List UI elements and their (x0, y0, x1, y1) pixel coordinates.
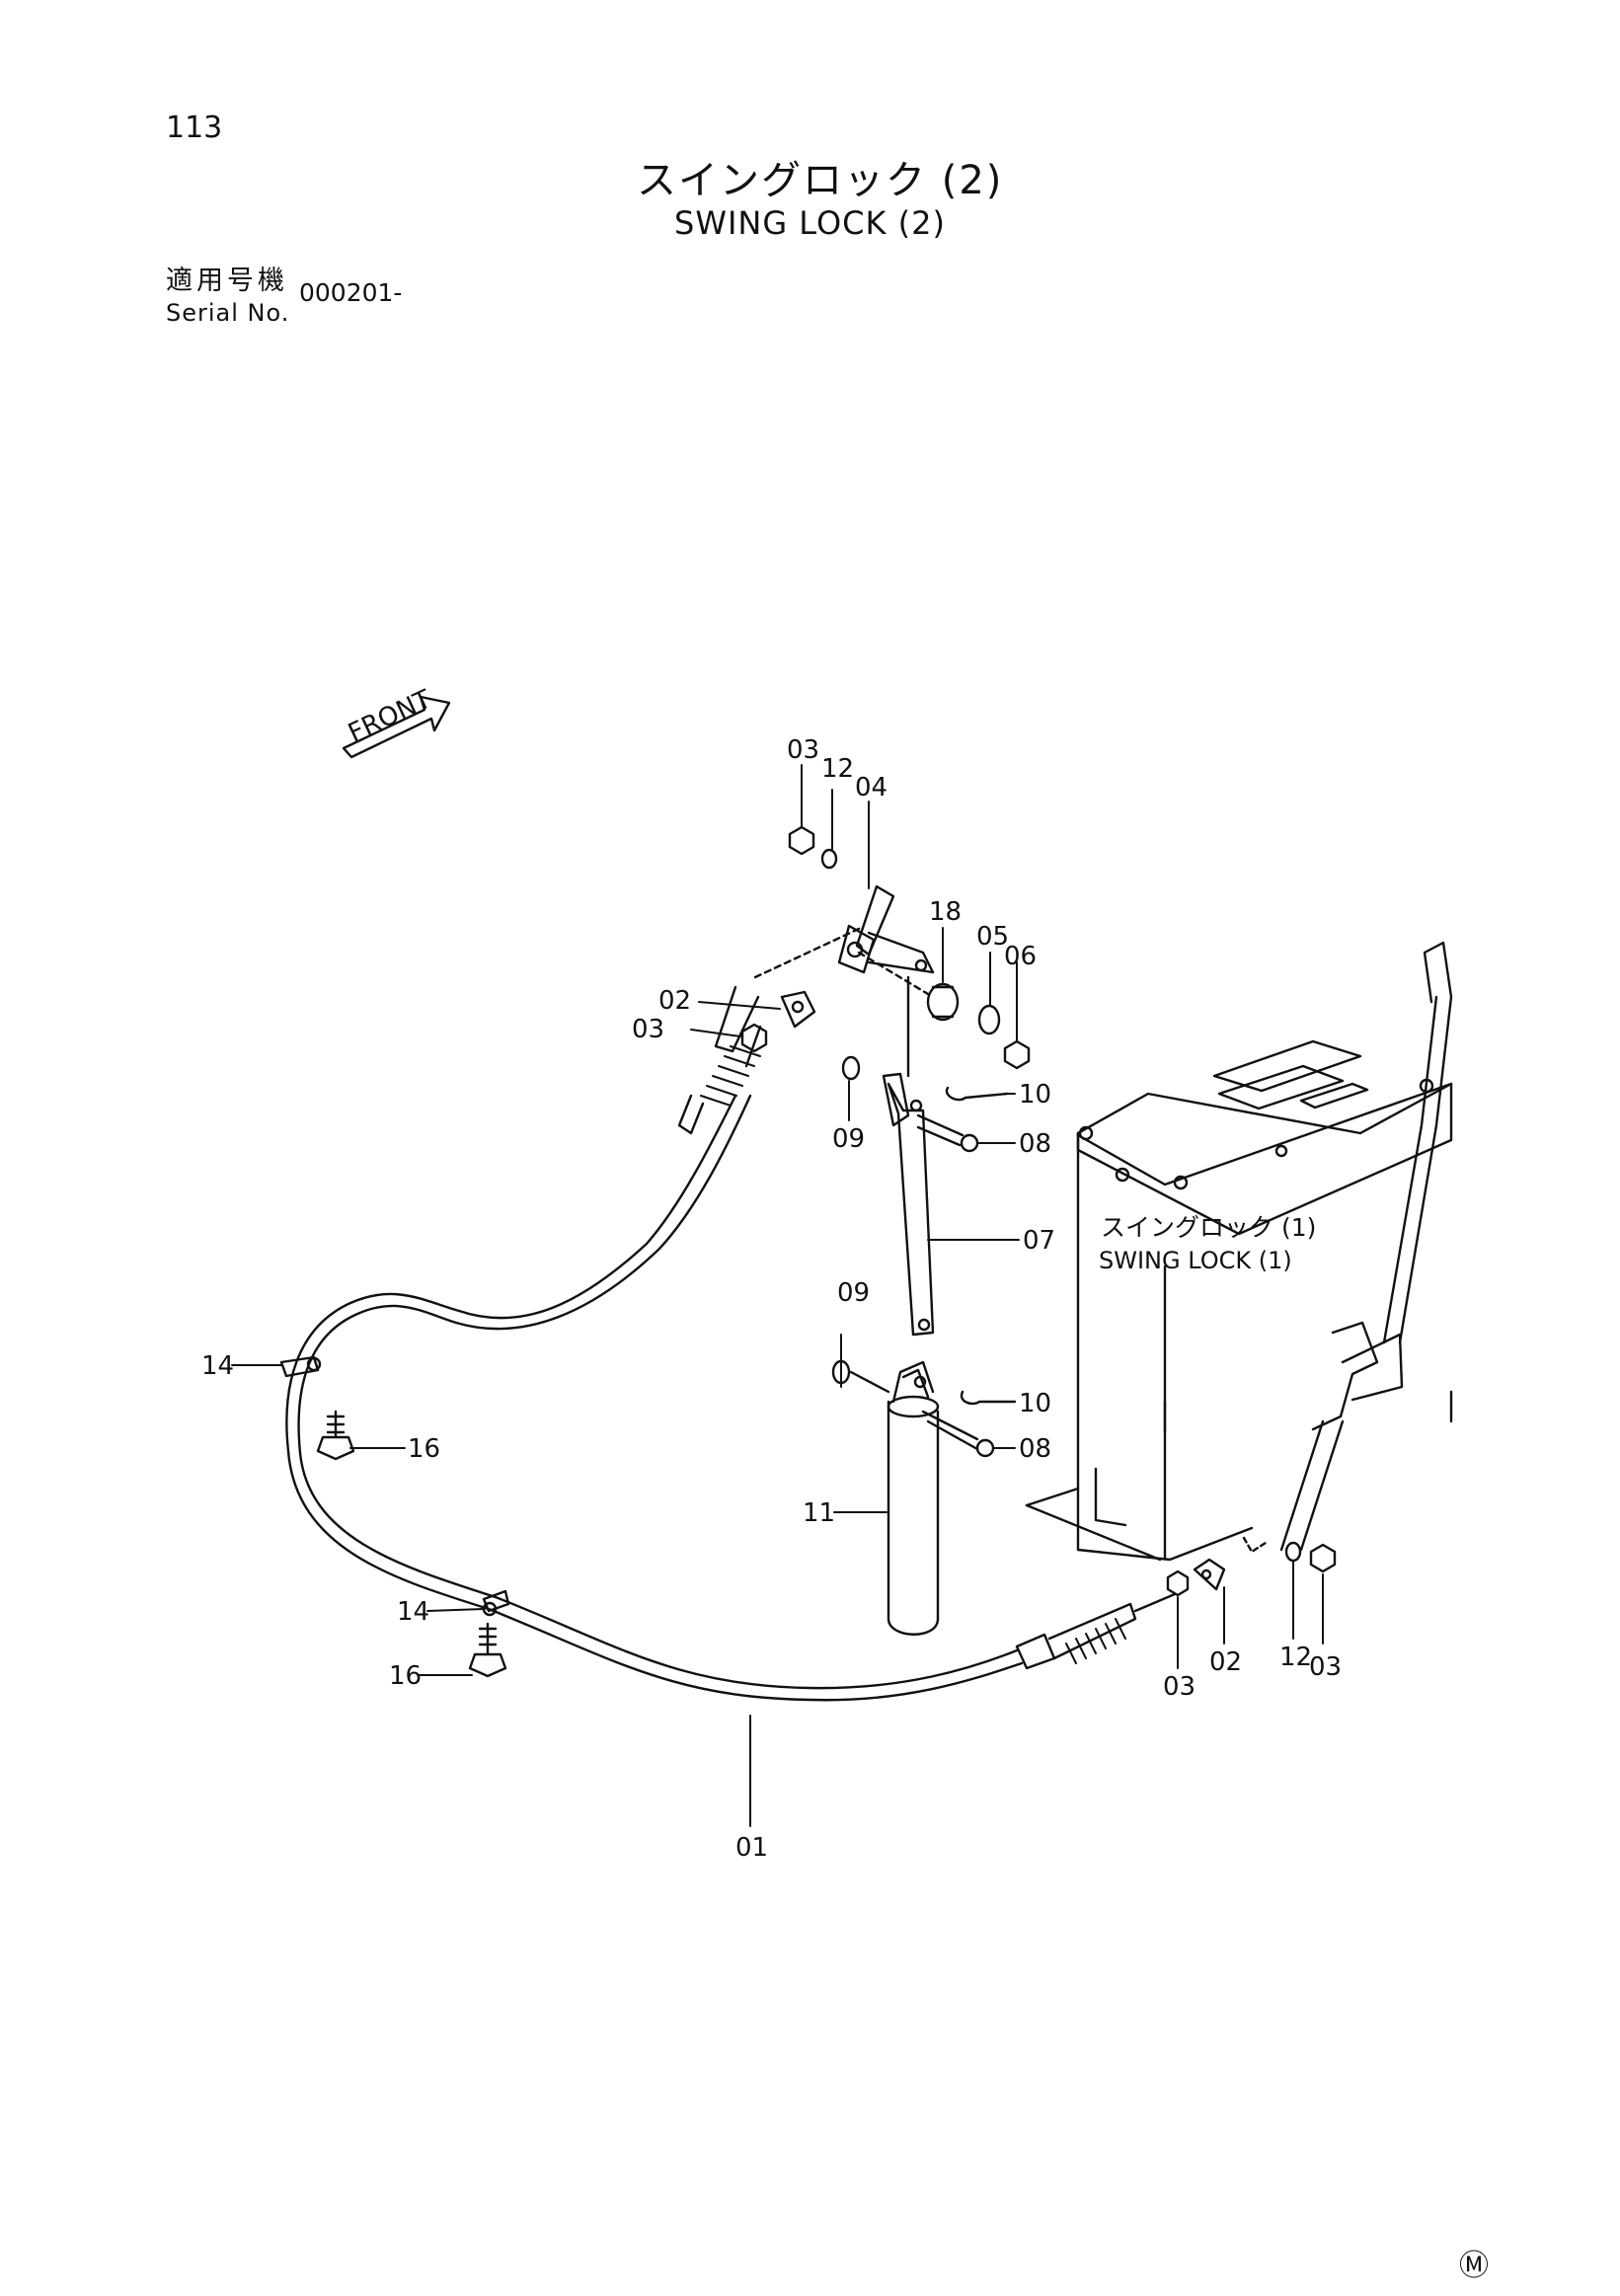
nut-03-mid (740, 1023, 768, 1053)
reference-swing-lock-1-jp: スイングロック (1) (1101, 1213, 1316, 1242)
page-number: 113 (166, 111, 223, 145)
callout-label: 16 (408, 1434, 440, 1464)
callout-label: 04 (855, 773, 887, 803)
bolt-16-upper (316, 1410, 355, 1461)
leader-lines (231, 764, 1324, 1827)
manufacturer-mark: Ⓜ (1459, 2249, 1489, 2283)
collar-18 (926, 982, 960, 1022)
clamp-14-upper (279, 1355, 322, 1378)
cotter-10-top (945, 1086, 1009, 1102)
callout-label: 12 (821, 754, 854, 784)
callout-label: 18 (929, 897, 962, 927)
callout-label: 10 (1019, 1389, 1051, 1418)
serial-label-english: Serial No. (166, 299, 290, 327)
rod-07 (882, 1072, 935, 1337)
callout-label: 09 (832, 1124, 865, 1154)
callout-label: 14 (397, 1597, 429, 1627)
nut-03-right-b (1309, 1543, 1337, 1573)
reference-swing-lock-1-en: SWING LOCK (1) (1099, 1247, 1292, 1274)
callout-label: 10 (1019, 1080, 1051, 1110)
callout-label: 02 (1209, 1647, 1242, 1677)
washer-09-top (841, 1055, 861, 1081)
washer-05 (977, 1004, 1001, 1035)
cotter-10-bottom (960, 1390, 1017, 1406)
callout-label: 09 (837, 1278, 870, 1308)
bolt-16-lower (468, 1622, 507, 1678)
callout-label: 03 (787, 735, 819, 765)
callout-label: 05 (976, 922, 1009, 952)
callout-label: 07 (1023, 1226, 1055, 1256)
bracket-04 (753, 884, 935, 1078)
console-box (1025, 941, 1453, 1562)
callout-label: 08 (1019, 1434, 1051, 1464)
nut-03-top (788, 825, 815, 856)
serial-value: 000201- (299, 278, 403, 307)
callout-label: 08 (1019, 1129, 1051, 1159)
front-arrow-icon (342, 695, 451, 759)
callout-label: 06 (1004, 942, 1037, 971)
cable-01 (285, 985, 1177, 1702)
pin-08-top (916, 1113, 979, 1153)
title-english: SWING LOCK (2) (674, 204, 946, 242)
callout-label: 03 (632, 1015, 664, 1044)
callout-label: 03 (1163, 1672, 1196, 1702)
mount-hidden-lines (1242, 1536, 1268, 1554)
washer-12-right (1284, 1541, 1302, 1563)
nut-06 (1003, 1039, 1031, 1070)
callout-label: 02 (658, 986, 691, 1016)
callout-label: 12 (1279, 1643, 1312, 1672)
nut-03-right-a (1166, 1569, 1190, 1597)
cylinder-11 (849, 1360, 940, 1636)
title-japanese: スイングロック (2) (637, 158, 1004, 203)
pin-08-bottom (921, 1410, 995, 1458)
fitting-02-right (1193, 1558, 1226, 1591)
washer-12-top (820, 848, 838, 870)
serial-label-japanese: 適用号機 (166, 266, 288, 296)
callout-label: 01 (735, 1833, 768, 1863)
callout-label: 11 (803, 1498, 835, 1528)
callout-label: 03 (1309, 1652, 1342, 1682)
callout-label: 16 (389, 1661, 422, 1691)
cable-bellows (700, 1045, 1126, 1664)
fitting-02-top (780, 990, 816, 1029)
callout-label: 14 (201, 1351, 234, 1381)
